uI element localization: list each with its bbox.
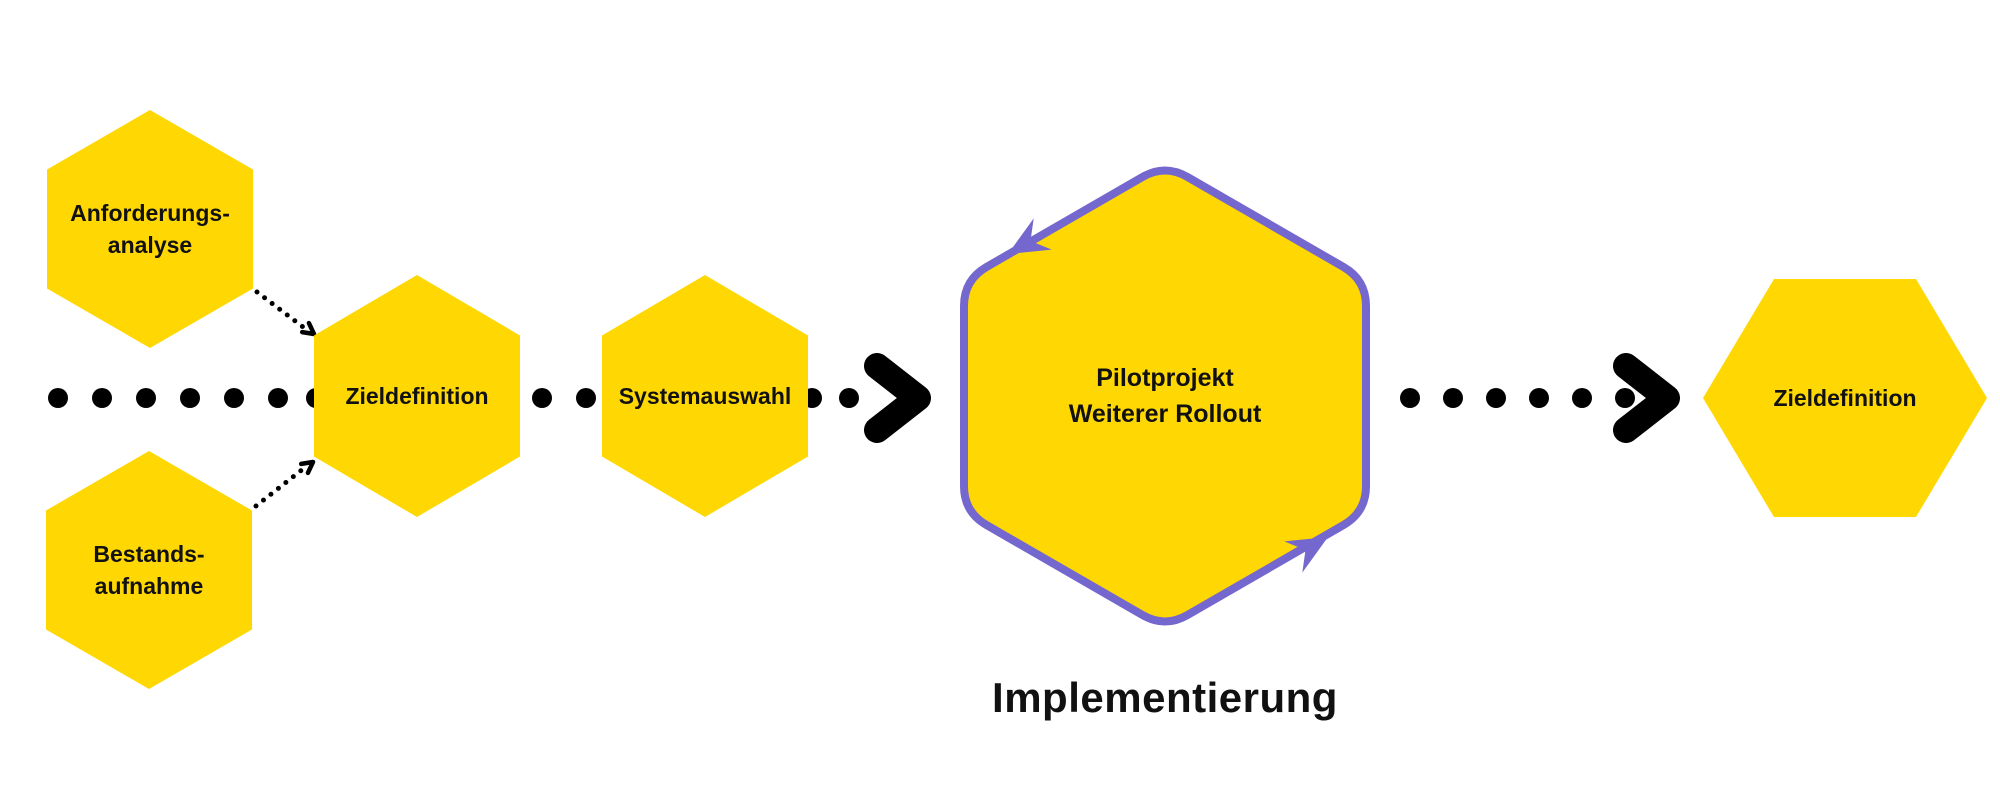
hexagon-implementierung-cycle bbox=[960, 166, 1370, 626]
chevron-right-icon-2 bbox=[1613, 353, 1680, 443]
hexagon-systemauswahl bbox=[602, 275, 808, 517]
dotted-connector-start bbox=[48, 388, 326, 408]
cycle-arrow-bottom-right-icon bbox=[1284, 537, 1328, 573]
cycle-arrow-top-left-icon bbox=[1008, 218, 1052, 254]
dotted-arrow-anforderungsanalyse bbox=[254, 289, 317, 337]
hexagon-anforderungsanalyse bbox=[47, 110, 253, 348]
hexagon-bestandsaufnahme bbox=[46, 451, 252, 689]
dotted-arrow-bestandsaufnahme bbox=[253, 459, 316, 509]
chevron-right-icon-1 bbox=[864, 353, 931, 443]
dotted-connector-zieldefinition-systemauswahl bbox=[532, 388, 596, 408]
dotted-connector-implementierung-final bbox=[1400, 388, 1635, 408]
hexagon-zieldefinition bbox=[314, 275, 520, 517]
hexagon-zieldefinition-final bbox=[1703, 279, 1987, 517]
dotted-connector-systemauswahl-implementierung bbox=[802, 388, 859, 408]
